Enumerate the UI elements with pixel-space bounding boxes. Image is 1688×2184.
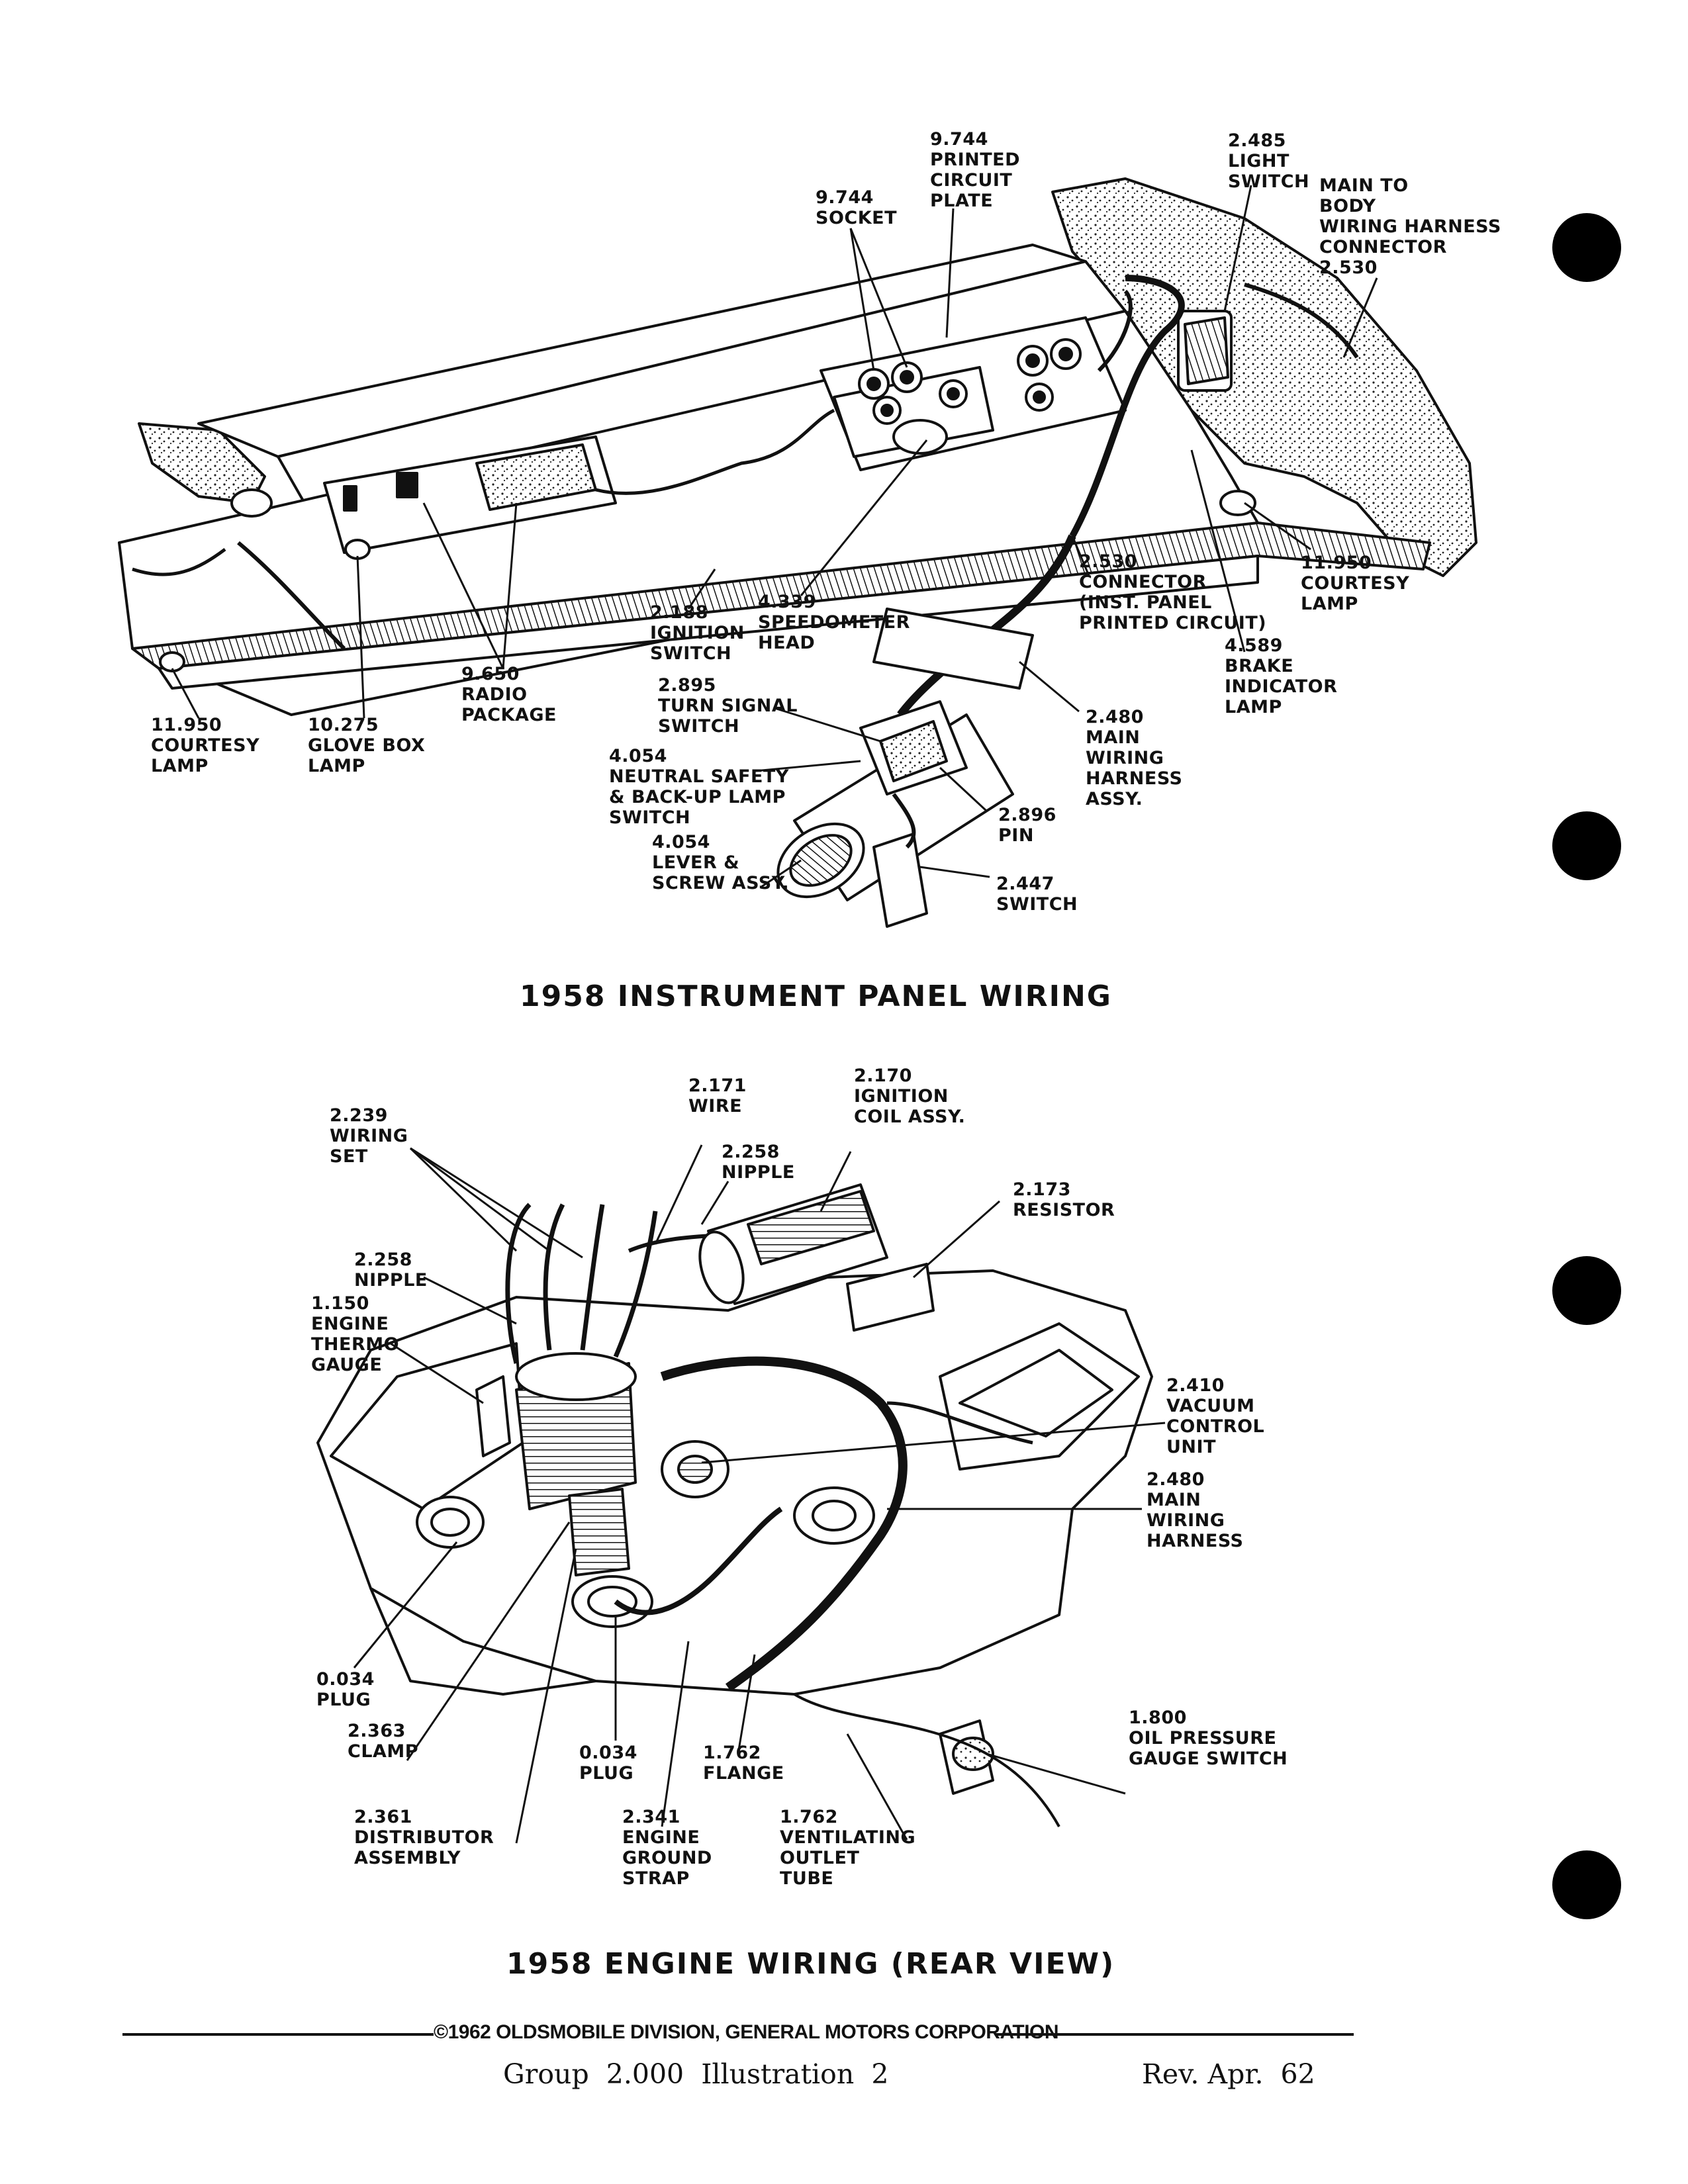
callout-ventilating-outlet-tube: 1.762 VENTILATING OUTLET TUBE — [780, 1807, 916, 1889]
callout-plug-left: 0.034 PLUG — [316, 1669, 375, 1710]
callout-resistor: 2.173 RESISTOR — [1013, 1179, 1115, 1220]
footer-rule-left — [122, 2033, 434, 2036]
callout-courtesy-lamp-right: 11.950 COURTESY LAMP — [1301, 553, 1410, 614]
callout-glove-box-lamp: 10.275 GLOVE BOX LAMP — [308, 715, 426, 776]
callout-clamp: 2.363 CLAMP — [348, 1721, 419, 1762]
callout-lever-screw-assy: 4.054 LEVER & SCREW ASSY. — [652, 832, 790, 893]
callout-printed-circuit-plate: 9.744 PRINTED CIRCUIT PLATE — [930, 129, 1020, 211]
group-illustration-reference: Group 2.000 Illustration 2 — [503, 2058, 889, 2090]
callout-engine-thermo-gauge: 1.150 ENGINE THERMO GAUGE — [311, 1293, 400, 1375]
instrument-panel-figure: 9.744 PRINTED CIRCUIT PLATE 9.744 SOCKET… — [0, 0, 1688, 1032]
binder-hole-3 — [1552, 1256, 1621, 1325]
engine-wiring-figure: 2.239 WIRING SET 2.171 WIRE 2.170 IGNITI… — [0, 1032, 1688, 2025]
callout-light-switch: 2.485 LIGHT SWITCH — [1228, 130, 1310, 192]
callout-wiring-set: 2.239 WIRING SET — [330, 1105, 408, 1167]
callout-pin: 2.896 PIN — [998, 805, 1056, 846]
footer-rule-right — [996, 2033, 1354, 2036]
callout-ignition-switch: 2.188 IGNITION SWITCH — [650, 602, 745, 664]
revision-date: Rev. Apr. 62 — [1142, 2058, 1315, 2090]
callout-socket: 9.744 SOCKET — [816, 187, 897, 228]
binder-hole-2 — [1552, 811, 1621, 880]
callout-distributor-assembly: 2.361 DISTRIBUTOR ASSEMBLY — [354, 1807, 494, 1868]
callout-brake-indicator-lamp: 4.589 BRAKE INDICATOR LAMP — [1225, 635, 1338, 717]
callout-nipple-left: 2.258 NIPPLE — [354, 1250, 428, 1291]
copyright-notice: ©1962 OLDSMOBILE DIVISION, GENERAL MOTOR… — [434, 2021, 1059, 2043]
callout-speedometer-head: 4.339 SPEEDOMETER HEAD — [758, 592, 910, 653]
callout-wire: 2.171 WIRE — [688, 1075, 747, 1116]
callout-turn-signal-switch: 2.895 TURN SIGNAL SWITCH — [658, 675, 798, 737]
callout-neutral-safety-switch: 4.054 NEUTRAL SAFETY & BACK-UP LAMP SWIT… — [609, 746, 789, 828]
figure-title-engine-wiring: 1958 ENGINE WIRING (REAR VIEW) — [506, 1947, 1115, 1981]
callout-flange: 1.762 FLANGE — [703, 1743, 784, 1784]
figure-title-instrument-panel: 1958 INSTRUMENT PANEL WIRING — [520, 979, 1112, 1013]
callout-nipple-top: 2.258 NIPPLE — [722, 1142, 795, 1183]
instrument-panel-illustration — [118, 177, 1477, 928]
callout-main-to-body-connector: MAIN TO BODY WIRING HARNESS CONNECTOR 2.… — [1319, 175, 1501, 278]
callout-main-wiring-harness: 2.480 MAIN WIRING HARNESS — [1147, 1469, 1244, 1551]
callout-radio-package: 9.650 RADIO PACKAGE — [461, 664, 557, 725]
engine-wiring-illustration — [316, 1144, 1166, 1844]
callout-oil-pressure-gauge-switch: 1.800 OIL PRESSURE GAUGE SWITCH — [1129, 1707, 1288, 1769]
callout-connector-panel-circuit: 2.530 CONNECTOR (INST. PANEL PRINTED CIR… — [1079, 551, 1267, 633]
callout-vacuum-control-unit: 2.410 VACUUM CONTROL UNIT — [1166, 1375, 1265, 1457]
callout-ignition-coil-assy: 2.170 IGNITION COIL ASSY. — [854, 1066, 966, 1127]
callout-engine-ground-strap: 2.341 ENGINE GROUND STRAP — [622, 1807, 712, 1889]
callout-courtesy-lamp-left: 11.950 COURTESY LAMP — [151, 715, 260, 776]
callout-switch-2447: 2.447 SWITCH — [996, 874, 1078, 915]
binder-hole-4 — [1552, 1850, 1621, 1919]
callout-plug-mid: 0.034 PLUG — [579, 1743, 637, 1784]
callout-main-wiring-harness-assy: 2.480 MAIN WIRING HARNESS ASSY. — [1086, 707, 1183, 809]
binder-hole-1 — [1552, 213, 1621, 282]
